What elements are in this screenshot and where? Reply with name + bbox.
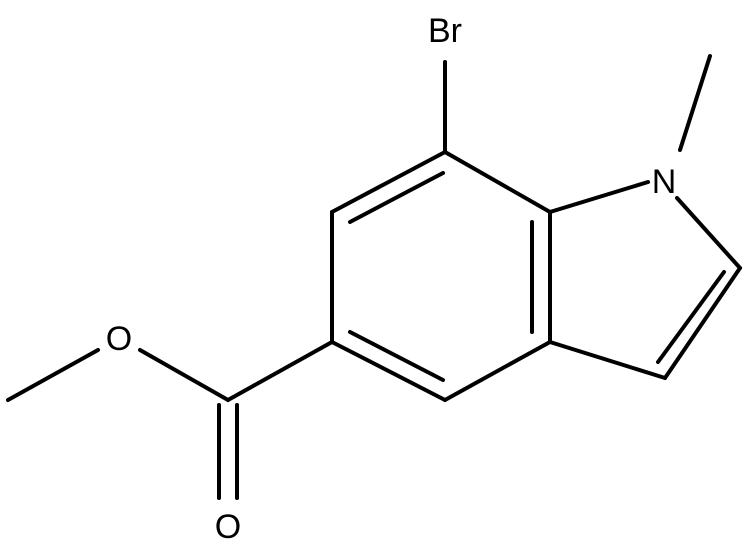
bond-c4-c5-inner	[348, 330, 445, 382]
nitrogen-label: N	[652, 163, 677, 201]
bond-c2-c3	[663, 266, 742, 380]
bond-carbonyl-o-ester	[138, 348, 230, 402]
bond-o-methyl	[6, 348, 100, 402]
bond-n1-methyl	[678, 54, 712, 152]
bond-c3-c3a	[548, 340, 667, 380]
bond-c7-c7a	[443, 150, 552, 214]
bond-c7a-n1	[548, 180, 650, 214]
carbonyl-oxygen-label: O	[215, 508, 241, 546]
ester-oxygen-label: O	[106, 320, 132, 358]
bond-c6-c7-inner	[348, 171, 445, 224]
bond-c4-c5	[330, 340, 447, 402]
bond-c5-carbonyl-carbon	[226, 340, 334, 402]
bromine-label: Br	[428, 12, 462, 50]
bond-n1-c2	[675, 196, 742, 270]
bond-c6-c7	[330, 150, 447, 214]
bond-c3a-c4	[443, 340, 552, 402]
bond-c2-c3-inner	[656, 270, 726, 364]
